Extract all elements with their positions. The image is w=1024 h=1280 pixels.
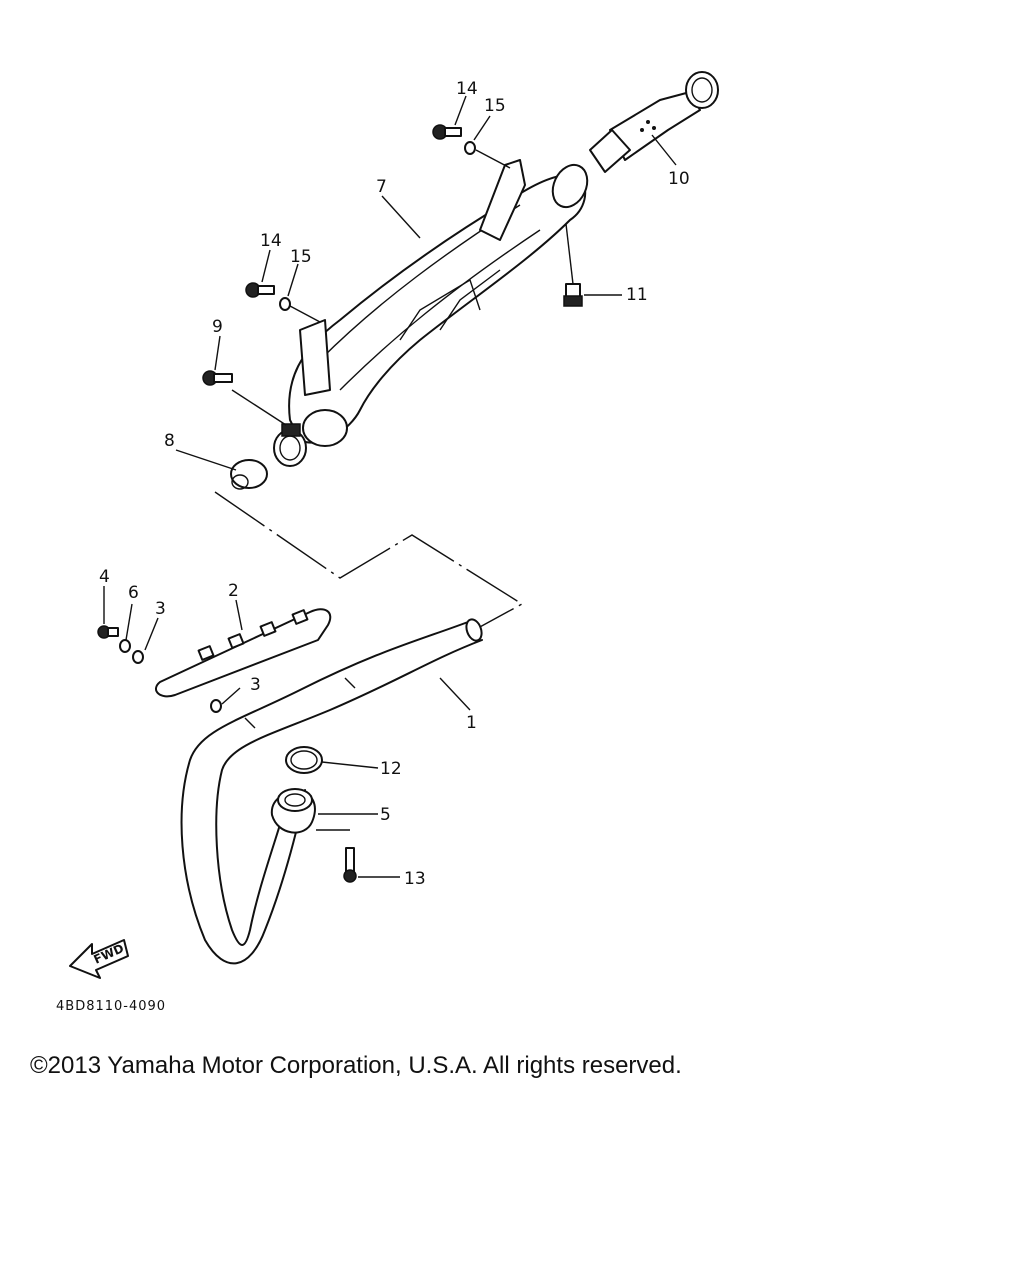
- callout-14b: 14: [260, 231, 282, 251]
- callout-15b: 15: [290, 247, 312, 267]
- tail-pipe: [589, 71, 719, 173]
- callout-10: 10: [668, 169, 690, 189]
- bolt-13-icon: [343, 847, 357, 883]
- diagram-part-code: 4BD8110-4090: [56, 999, 166, 1014]
- bolt-11-icon: [563, 283, 583, 307]
- bolt-14-upper-icon: [432, 124, 462, 140]
- copyright-notice: ©2013 Yamaha Motor Corporation, U.S.A. A…: [30, 1052, 682, 1079]
- callout-9: 9: [212, 317, 223, 337]
- heat-protector: [155, 608, 332, 698]
- washer-15-lower-icon: [279, 297, 291, 311]
- callout-15a: 15: [484, 96, 506, 116]
- leader-lines: [103, 95, 677, 878]
- callout-7: 7: [376, 177, 387, 197]
- callout-12: 12: [380, 759, 402, 779]
- callout-labels: 1 2 3 3 4 5 6 7 8 9 10 11 12 13 14 14 15…: [99, 79, 690, 889]
- exhaust-parts-diagram: 1 2 3 3 4 5 6 7 8 9 10 11 12 13 14 14 15…: [56, 71, 719, 1014]
- callout-6: 6: [128, 583, 139, 603]
- washer-3a-icon: [132, 650, 144, 664]
- washer-15-upper-icon: [464, 141, 476, 155]
- callout-2: 2: [228, 581, 239, 601]
- bolt-14-lower-icon: [245, 282, 275, 298]
- exhaust-pipe: [180, 618, 483, 965]
- callout-13: 13: [404, 869, 426, 889]
- callout-3b: 3: [250, 675, 261, 695]
- callout-11: 11: [626, 285, 648, 305]
- washer-3b-icon: [210, 699, 222, 713]
- exhaust-flange: [270, 788, 316, 834]
- bolt-9-icon: [202, 370, 233, 386]
- callout-3a: 3: [155, 599, 166, 619]
- callout-4: 4: [99, 567, 110, 587]
- callout-14a: 14: [456, 79, 478, 99]
- muffler: [273, 159, 589, 467]
- fwd-arrow-icon: FWD: [69, 939, 129, 979]
- bolt-4-icon: [97, 625, 119, 639]
- callout-5: 5: [380, 805, 391, 825]
- collar-8-icon: [230, 459, 268, 490]
- callout-8: 8: [164, 431, 175, 451]
- connection-line: [214, 491, 524, 629]
- callout-1: 1: [466, 713, 477, 733]
- washer-6-icon: [119, 639, 131, 653]
